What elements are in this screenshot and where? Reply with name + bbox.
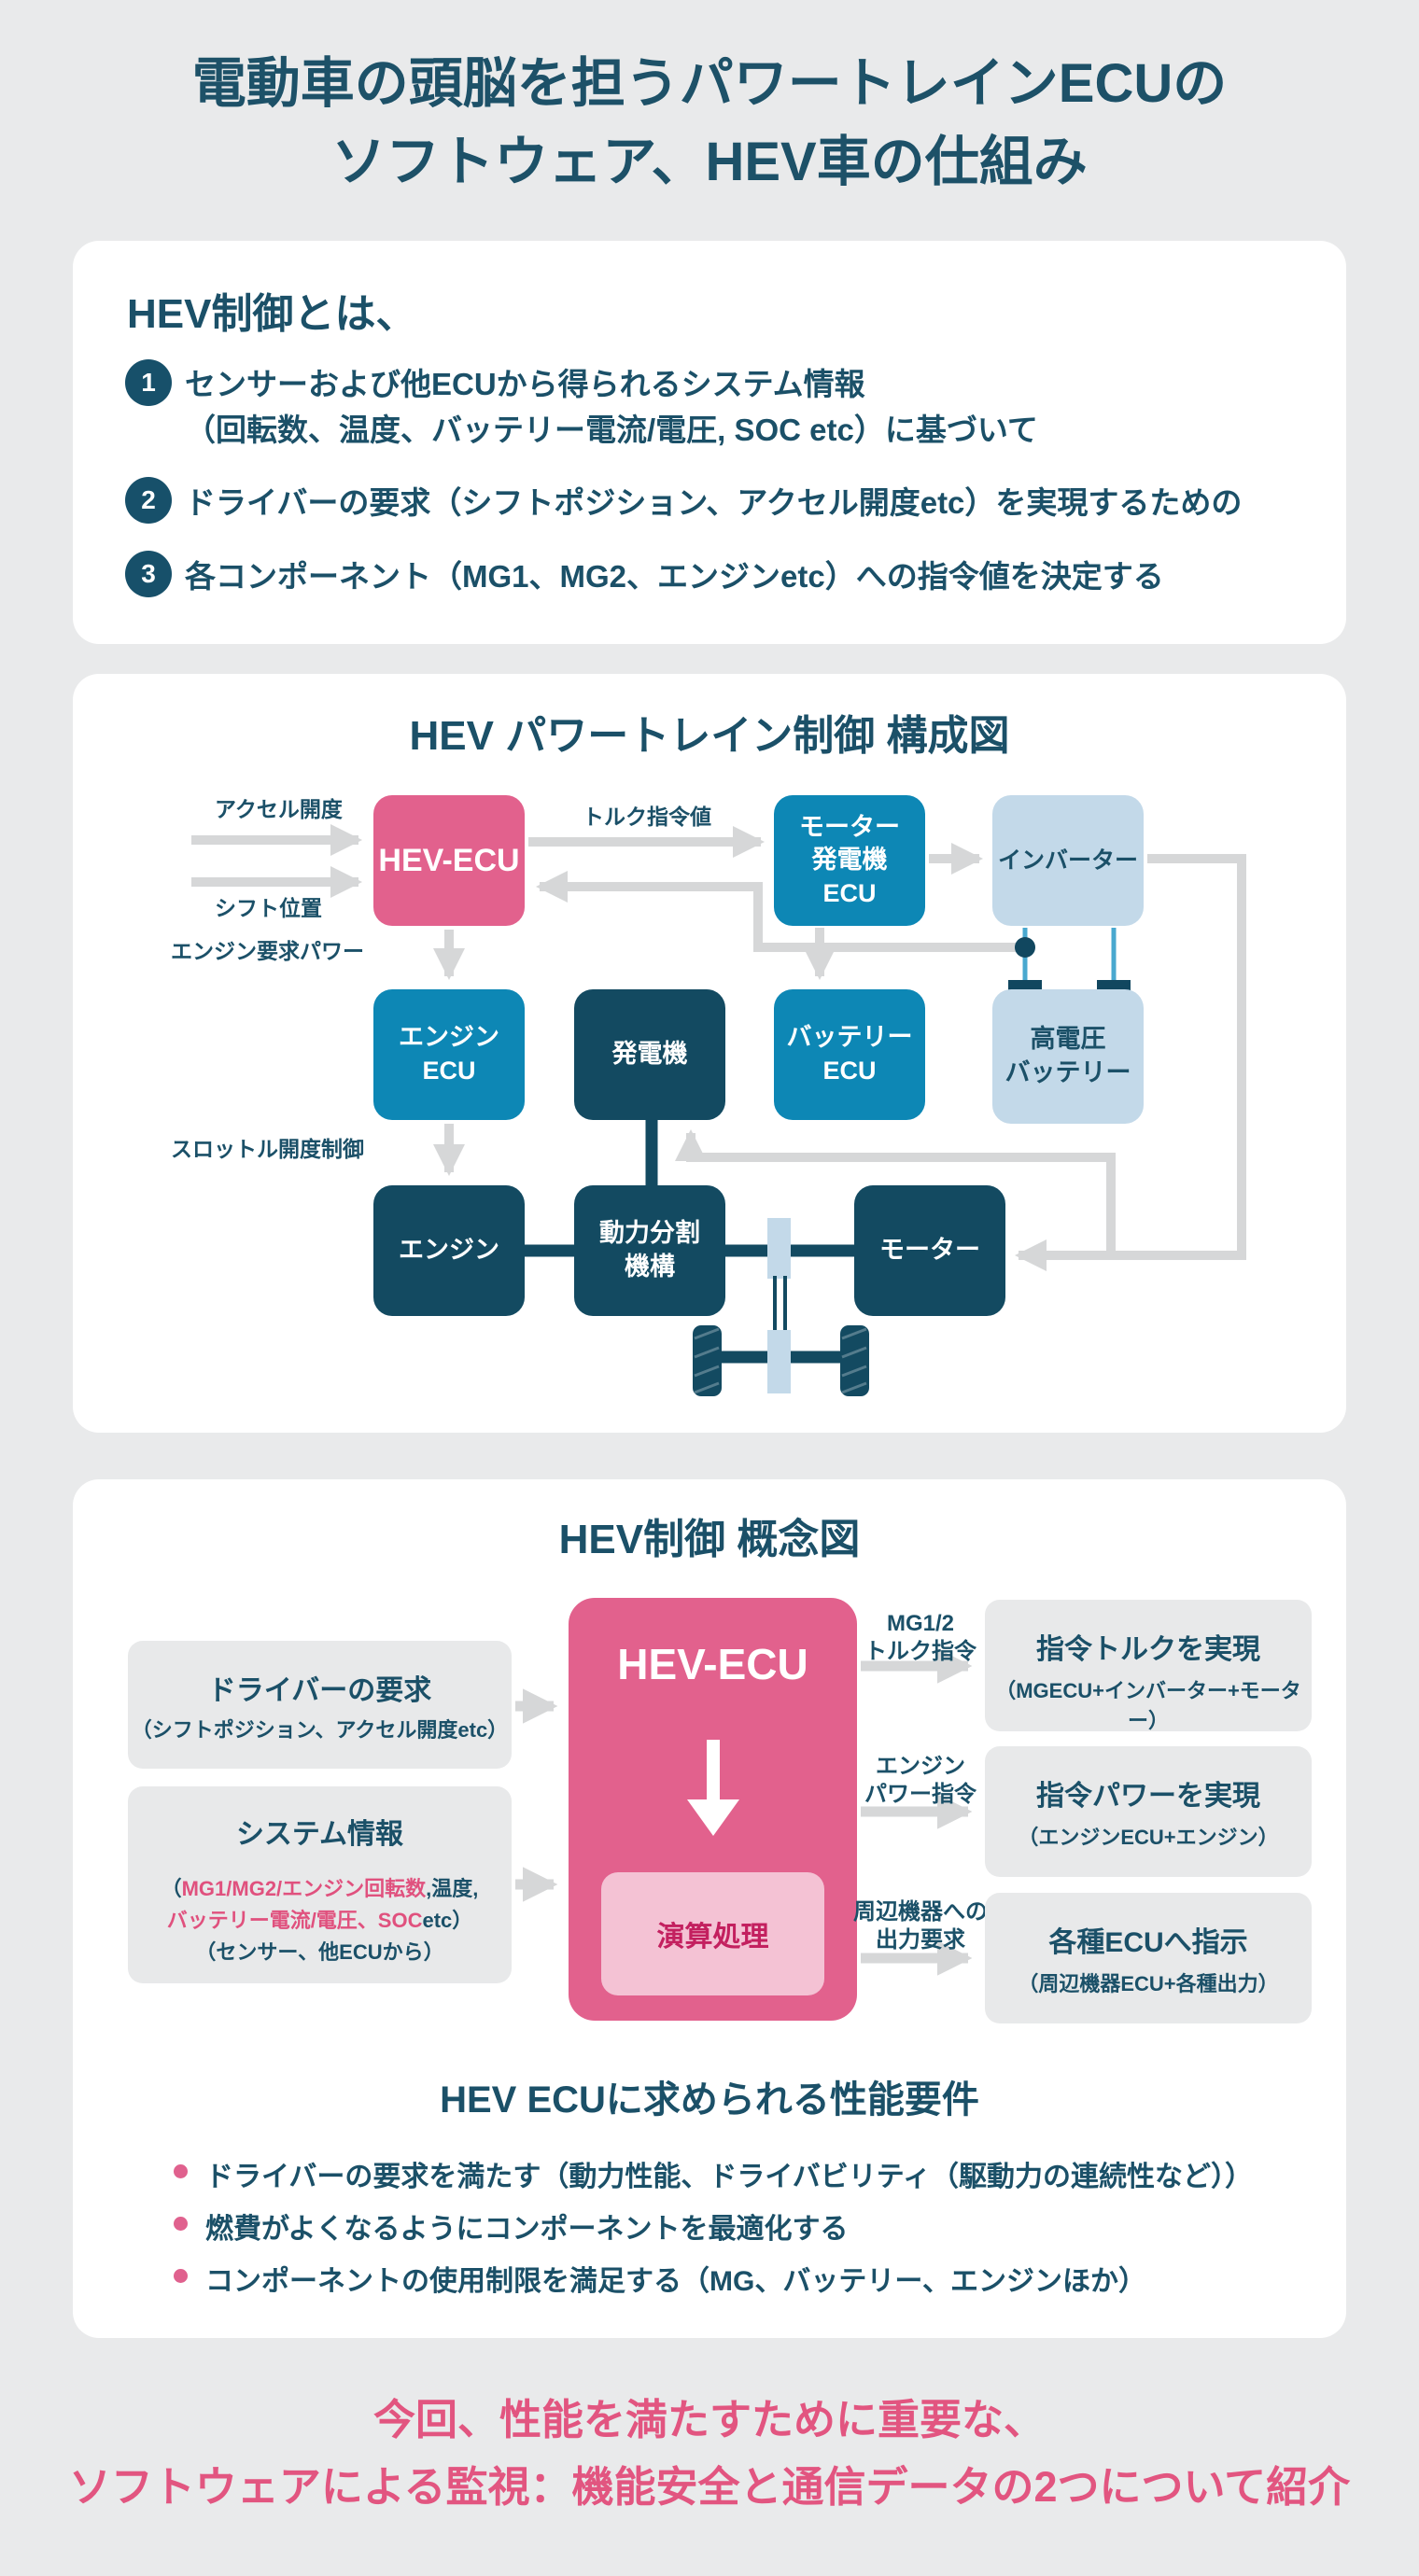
- driveshaft-upper: [767, 1218, 791, 1279]
- page-title-line1: 電動車の頭脳を担うパワートレインECUの: [191, 53, 1228, 114]
- down-arrow-icon: [687, 1740, 739, 1836]
- box-engine-ecu: エンジン ECU: [373, 989, 525, 1120]
- footer-line1: 今回、性能を満たすために重要な、: [372, 2396, 1046, 2443]
- intro-item3-line1: 各コンポーネント（MG1、MG2、エンジンetc）への指令値を決定する: [185, 559, 1164, 594]
- concept-hev-ecu-label: HEV-ECU: [617, 1640, 808, 1688]
- realize-power-sub: （エンジンECU+エンジン）: [1018, 1826, 1279, 1849]
- page-title: 電動車の頭脳を担うパワートレインECUの ソフトウェア、HEV車の仕組み: [0, 45, 1419, 202]
- requirement-bullet-2: 燃費がよくなるようにコンポーネントを最適化する: [205, 2214, 849, 2245]
- box-generator: 発電機: [574, 989, 725, 1120]
- realize-power-title: 指令パワーを実現: [1036, 1781, 1260, 1812]
- intro-item3-number-text: 3: [141, 559, 156, 588]
- box-processing: 演算処理: [601, 1872, 824, 1995]
- bullet-dot-1: [174, 2164, 188, 2178]
- box-hv-battery: 高電圧 バッテリー: [992, 989, 1144, 1124]
- label-shift-position: シフト位置: [215, 896, 322, 920]
- label-engine-power-request: エンジン要求パワー: [171, 939, 364, 963]
- box-battery-ecu: バッテリー ECU: [774, 989, 925, 1120]
- arrow-feedback-to-hev-ecu: [536, 871, 1025, 952]
- system-info-line2: （MG1/MG2/エンジン回転数,温度,: [128, 1872, 512, 1902]
- box-engine: エンジン: [373, 1185, 525, 1316]
- system-info-line3: バッテリー電流/電圧、SOCetc）: [128, 1904, 512, 1934]
- intro-heading: HEV制御とは、: [127, 291, 417, 337]
- system-info-line4: （センサー、他ECUから）: [195, 1940, 444, 1964]
- architecture-title: HEV パワートレイン制御 構成図: [409, 713, 1010, 759]
- wheel-right: [840, 1325, 869, 1396]
- label-throttle-control: スロットル開度制御: [171, 1137, 364, 1161]
- intro-item2-number-text: 2: [141, 485, 156, 514]
- junction-dot: [1015, 937, 1035, 958]
- requirement-bullet-1: ドライバーの要求を満たす（動力性能、ドライバビリティ（駆動力の連続性など））: [205, 2162, 1253, 2192]
- label-engine-power-command: エンジン パワー指令: [864, 1754, 976, 1807]
- box-power-split: 動力分割 機構: [574, 1185, 725, 1316]
- box-system-info: システム情報 （MG1/MG2/エンジン回転数,温度, バッテリー電流/電圧、S…: [128, 1786, 512, 1983]
- system-info-l2-pink: MG1/MG2/エンジン回転数: [181, 1877, 427, 1900]
- wheel-hatching: [694, 1327, 867, 1394]
- bullet-dot-3: [174, 2269, 188, 2283]
- intro-item1-number: 1: [125, 359, 172, 406]
- system-info-l3-pink: バッテリー電流/電圧、SOC: [166, 1909, 423, 1932]
- concept-title: HEV制御 概念図: [558, 1517, 861, 1562]
- signal-lines: [191, 823, 1246, 1272]
- box-motor-generator-ecu: モーター 発電機 ECU: [774, 795, 925, 926]
- intro-item3-number: 3: [125, 551, 172, 597]
- hv-electric-lines: [1008, 928, 1131, 995]
- requirements-heading: HEV ECUに求められる性能要件: [440, 2079, 979, 2121]
- system-info-l2-rest: ,温度,: [426, 1877, 479, 1900]
- intro-item1-number-text: 1: [141, 368, 156, 397]
- intro-card: HEV制御とは、 1 センサーおよび他ECUから得られるシステム情報 （回転数、…: [73, 241, 1346, 644]
- box-realize-power: 指令パワーを実現 （エンジンECU+エンジン）: [985, 1746, 1312, 1877]
- label-torque-command: トルク指令値: [583, 805, 711, 829]
- driver-request-title: ドライバーの要求: [207, 1675, 432, 1706]
- system-info-title: システム情報: [235, 1819, 404, 1850]
- bullet-dot-2: [174, 2217, 188, 2231]
- label-peripheral-output-request: 周辺機器への 出力要求: [853, 1899, 988, 1953]
- arrow-inverter-to-motor: [1015, 854, 1246, 1272]
- instruct-ecus-title: 各種ECUへ指示: [1048, 1927, 1248, 1958]
- architecture-card: HEV パワートレイン制御 構成図: [73, 674, 1346, 1433]
- box-motor: モーター: [854, 1185, 1005, 1316]
- architecture-connections: [191, 823, 1246, 1396]
- intro-item2-line1: ドライバーの要求（シフトポジション、アクセル開度etc）を実現するための: [185, 485, 1243, 520]
- system-info-l3-rest: etc）: [422, 1909, 473, 1932]
- box-instruct-ecus: 各種ECUへ指示 （周辺機器ECU+各種出力）: [985, 1893, 1312, 2023]
- wheel-left: [693, 1325, 722, 1396]
- intro-item1-line2: （回転数、温度、バッテリー電流/電圧, SOC etc）に基づいて: [185, 413, 1038, 447]
- intro-item1-line1: センサーおよび他ECUから得られるシステム情報: [185, 367, 865, 401]
- instruct-ecus-sub: （周辺機器ECU+各種出力）: [1018, 1972, 1279, 1995]
- realize-torque-title: 指令トルクを実現: [1036, 1634, 1260, 1665]
- realize-torque-sub: （MGECU+インバーター+モーター）: [995, 1679, 1301, 1732]
- driver-request-sub: （シフトポジション、アクセル開度etc）: [131, 1718, 509, 1742]
- box-driver-request: ドライバーの要求 （シフトポジション、アクセル開度etc）: [128, 1641, 512, 1769]
- system-info-l2-open: （: [161, 1877, 182, 1900]
- arrow-to-generator: [674, 1129, 1116, 1255]
- box-concept-hev-ecu: HEV-ECU 演算処理: [569, 1598, 857, 2021]
- concept-connections: [515, 1648, 973, 1976]
- footer-line2: ソフトウェアによる監視：機能安全と通信データの2つについて紹介: [68, 2463, 1351, 2511]
- page-title-line2: ソフトウェア、HEV車の仕組み: [331, 132, 1088, 193]
- driveshaft-lower: [767, 1330, 791, 1393]
- concept-card: HEV制御 概念図 ドライバーの要求 （シフトポジション、アクセル開度etc） …: [73, 1479, 1346, 2338]
- box-inverter: インバーター: [992, 795, 1144, 926]
- label-mg-torque-command: MG1/2 トルク指令: [864, 1611, 976, 1664]
- intro-item2-number: 2: [125, 477, 172, 524]
- requirement-bullet-3: コンポーネントの使用制限を満足する（MG、バッテリー、エンジンほか）: [205, 2266, 1147, 2297]
- label-accel-opening: アクセル開度: [215, 797, 343, 821]
- box-hev-ecu: HEV-ECU: [373, 795, 525, 926]
- box-realize-torque: 指令トルクを実現 （MGECU+インバーター+モーター）: [985, 1600, 1312, 1732]
- driveshaft-wheels: [693, 1218, 869, 1396]
